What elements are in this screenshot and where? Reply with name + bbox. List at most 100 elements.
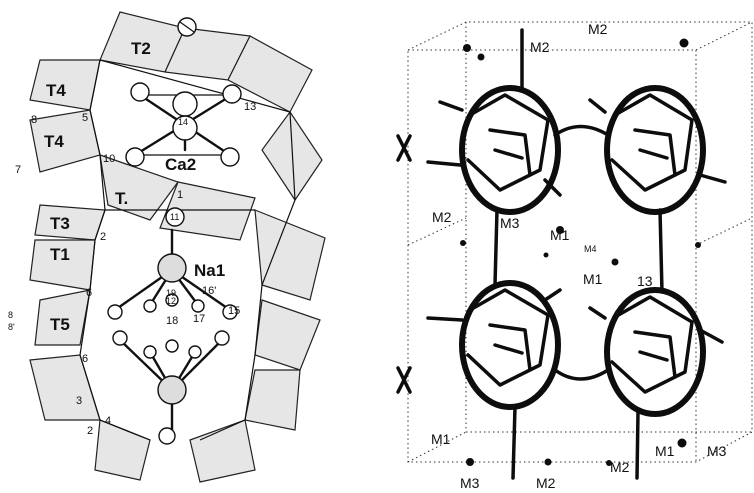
cation-blob xyxy=(463,44,471,52)
chain-m2-bottom-left xyxy=(511,405,517,480)
chain-m3-left xyxy=(493,208,499,287)
oxygen-atom xyxy=(165,339,179,353)
cage-bottom-right-struts xyxy=(633,330,677,379)
site-16-prime: 16' xyxy=(202,285,216,297)
oxygen-11-atom xyxy=(165,207,185,227)
site-5: 5 xyxy=(82,112,88,124)
oxygen-atom xyxy=(222,304,238,320)
site-1: 1 xyxy=(177,189,183,201)
cage-bottom-right xyxy=(604,287,706,417)
label-m3-bottom-right: M3 xyxy=(707,443,727,459)
cation-blob xyxy=(611,258,619,266)
cage-bottom-left-spokes xyxy=(426,288,562,322)
cage-bottom-left-struts xyxy=(488,323,532,372)
oxygen-atom xyxy=(165,293,179,307)
cage-bottom-left xyxy=(459,280,561,410)
site-12: 12 xyxy=(166,296,176,306)
cation-blob xyxy=(606,460,612,466)
label-t4-top: T4 xyxy=(46,81,66,100)
site-7: 7 xyxy=(15,164,21,176)
site-18: 18 xyxy=(166,315,178,327)
cage-top-left-ring xyxy=(466,93,550,192)
site-2-lower: 2 xyxy=(87,425,93,437)
ca2-cluster xyxy=(125,17,242,167)
site-14: 14 xyxy=(178,117,188,127)
cation-blob xyxy=(679,38,689,48)
site-13: 13 xyxy=(244,101,256,113)
cage-bottom-right-ring xyxy=(610,295,694,394)
cage-top-left-spokes xyxy=(426,100,562,197)
cages xyxy=(426,28,727,480)
label-m3-bottom-left: M3 xyxy=(460,475,480,491)
oxygen-atom xyxy=(191,299,205,313)
unit-cell-edge xyxy=(695,217,753,246)
na1-cluster xyxy=(107,207,238,445)
tetrahedron-right-5 xyxy=(244,369,301,431)
cage-top-right-ring xyxy=(610,93,694,192)
site-19: 19 xyxy=(166,288,176,298)
label-ca2: Ca2 xyxy=(165,155,196,174)
left-panel-framework xyxy=(29,11,326,483)
label-m1-bottom-right: M1 xyxy=(655,443,675,459)
oxygen-bottom-atom xyxy=(158,427,176,445)
site-11: 11 xyxy=(170,212,179,222)
cage-top-left-struts xyxy=(488,128,532,177)
tetrahedron-right-3 xyxy=(254,209,326,301)
oxygen-atom xyxy=(188,345,202,359)
site-4: 4 xyxy=(105,415,111,427)
na-lower-atom xyxy=(157,375,187,405)
label-t2: T2 xyxy=(131,39,151,58)
site-10: 10 xyxy=(103,153,115,165)
label-m2-left: M2 xyxy=(432,209,452,225)
oxygen-atom xyxy=(143,299,157,313)
tetrahedron-right-4 xyxy=(254,299,321,371)
right-panel-unit-cell xyxy=(407,21,753,463)
unit-cell-outline xyxy=(407,21,753,463)
cation-blob xyxy=(544,458,552,466)
label-t-dot: T. xyxy=(115,189,128,208)
site-2-upper: 2 xyxy=(100,231,106,243)
cage-bottom-left-ring xyxy=(466,288,550,387)
link-bottom xyxy=(553,368,610,381)
cage-top-left xyxy=(459,85,561,215)
label-m2-top: M2 xyxy=(530,39,550,55)
label-m1-upper: M1 xyxy=(550,227,570,243)
cation-blob xyxy=(543,252,549,258)
cage-top-right xyxy=(604,85,706,215)
framework-top-chord xyxy=(99,59,291,113)
oxygen-atom xyxy=(214,330,230,346)
cation-blobs xyxy=(396,38,701,466)
label-m1-bottom-left: M1 xyxy=(431,431,451,447)
edge-cross xyxy=(396,134,412,162)
label-na1: Na1 xyxy=(194,261,225,280)
cage-top-right-struts xyxy=(633,128,677,177)
right-panel-labels: M2 M2 M2 M3 M1 M4 M1 13 M1 M1 M3 M2 M3 M… xyxy=(431,21,727,491)
site-8-upper: 8 xyxy=(31,114,37,126)
oxygen-atom xyxy=(220,147,240,167)
tetrahedron-t-center xyxy=(99,154,179,221)
site-15: 15 xyxy=(228,305,240,317)
oxygen-atom xyxy=(143,345,157,359)
label-t1: T1 xyxy=(50,245,70,264)
label-t4-low: T4 xyxy=(44,132,64,151)
cation-blob xyxy=(677,438,687,448)
site-6-upper: 6 xyxy=(86,287,92,299)
label-t5: T5 xyxy=(50,315,70,334)
left-panel-labels: T2 T4 T4 T3 T1 T5 T. Ca2 Na1 1 2 2 3 4 5… xyxy=(8,39,256,437)
edge-cross xyxy=(396,366,412,394)
cation-blob xyxy=(695,242,701,248)
ca1-atom xyxy=(172,91,198,117)
label-13: 13 xyxy=(637,273,653,289)
cation-blob xyxy=(460,240,466,246)
tetrahedron-center-right xyxy=(159,181,256,241)
unit-cell-edge xyxy=(695,21,753,51)
label-m2-bottom: M2 xyxy=(536,475,556,491)
label-m4: M4 xyxy=(584,244,597,254)
ca2-atom xyxy=(172,115,198,141)
oxygen-atom xyxy=(107,304,123,320)
label-m3-center: M3 xyxy=(500,215,520,231)
na1-atom xyxy=(157,253,187,283)
top-atom-mark xyxy=(179,21,195,33)
